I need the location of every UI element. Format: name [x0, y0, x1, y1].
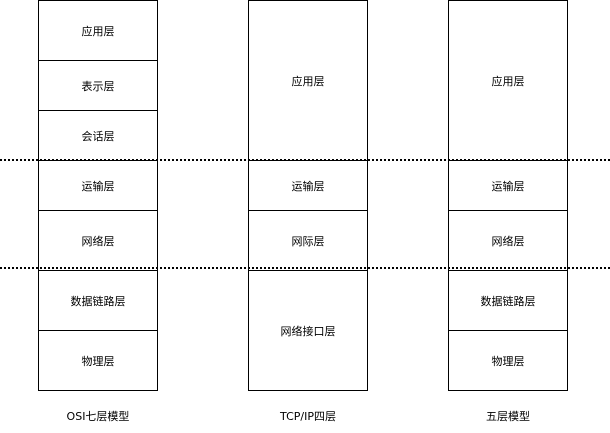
layer-label: 应用层	[491, 74, 525, 88]
five-caption: 五层模型	[486, 410, 530, 423]
five-physical-layer: 物理层	[448, 330, 568, 391]
layer-label: 应用层	[81, 24, 115, 38]
layer-label: 网络层	[81, 234, 115, 248]
layer-label: 物理层	[81, 354, 115, 368]
tcpip-application-layer: 应用层	[248, 0, 368, 161]
layer-label: 运输层	[491, 179, 525, 193]
five-data-link-layer: 数据链路层	[448, 270, 568, 331]
five-application-layer: 应用层	[448, 0, 568, 161]
layer-label: 会话层	[81, 129, 115, 143]
upper-dotted-divider	[0, 159, 610, 161]
osi-presentation-layer: 表示层	[38, 60, 158, 111]
tcpip-network-interface-layer: 网络接口层	[248, 270, 368, 391]
osi-transport-layer: 运输层	[38, 160, 158, 211]
layer-label: 网际层	[291, 234, 325, 248]
layer-label: 表示层	[81, 79, 115, 93]
osi-caption: OSI七层模型	[66, 410, 130, 423]
layer-label: 网络接口层	[280, 324, 336, 338]
five-network-layer: 网络层	[448, 210, 568, 271]
five-transport-layer: 运输层	[448, 160, 568, 211]
layer-label: 数据链路层	[70, 294, 126, 308]
osi-application-layer: 应用层	[38, 0, 158, 61]
layer-label: 应用层	[291, 74, 325, 88]
tcpip-internet-layer: 网际层	[248, 210, 368, 271]
layer-label: 网络层	[491, 234, 525, 248]
osi-data-link-layer: 数据链路层	[38, 270, 158, 331]
osi-physical-layer: 物理层	[38, 330, 158, 391]
osi-session-layer: 会话层	[38, 110, 158, 161]
layer-label: 数据链路层	[480, 294, 536, 308]
tcpip-caption: TCP/IP四层	[280, 410, 336, 423]
osi-network-layer: 网络层	[38, 210, 158, 271]
layer-label: 运输层	[81, 179, 115, 193]
tcpip-transport-layer: 运输层	[248, 160, 368, 211]
lower-dotted-divider	[0, 267, 610, 269]
layer-label: 物理层	[491, 354, 525, 368]
layer-label: 运输层	[291, 179, 325, 193]
